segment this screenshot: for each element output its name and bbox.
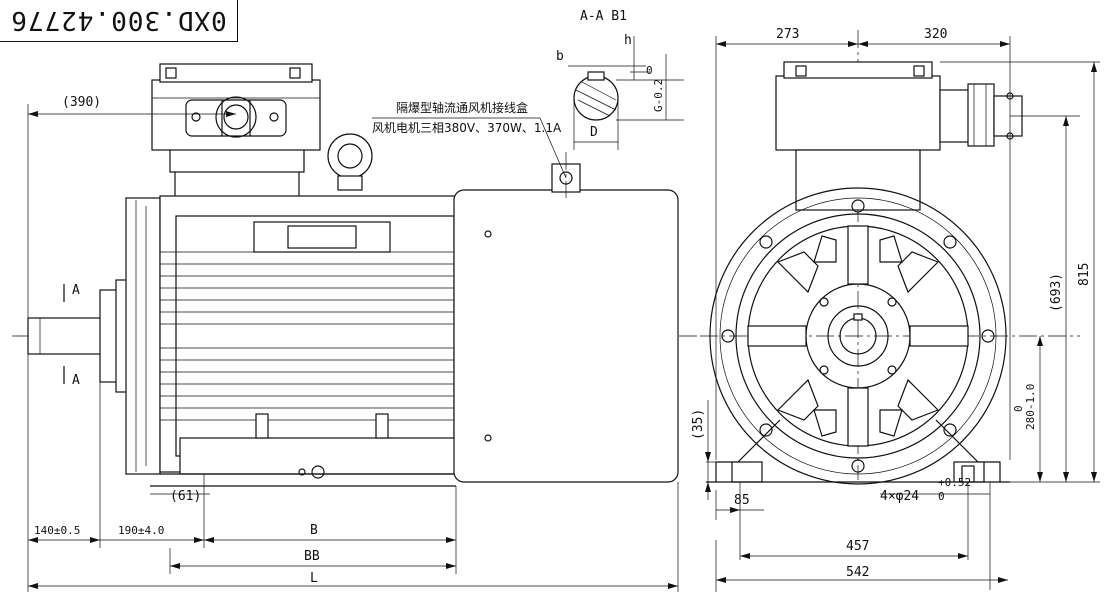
bolts — [721, 199, 995, 473]
dim-815: 815 — [1077, 263, 1092, 286]
fan-guard-outer — [709, 187, 1007, 485]
fan-spokes — [747, 225, 969, 447]
terminal-box-annotation: 隔爆型轴流通风机接线盒 风机电机三相380V、370W、1.1A — [372, 100, 567, 179]
shaft-key-section: A-A B1 b h 0 G-0.2 D — [556, 9, 684, 150]
section-mark-bottom: A — [72, 373, 80, 388]
dim-273: 273 — [776, 27, 799, 42]
section-mark-top: A — [72, 283, 80, 298]
key-b: b — [556, 49, 564, 64]
dim-BB: BB — [304, 549, 320, 564]
dim-280: 280-1.0 — [1024, 384, 1037, 430]
dim-B: B — [310, 523, 318, 538]
dim-61: (61) — [170, 489, 201, 504]
dim-L: L — [310, 571, 318, 586]
annotation-line1: 隔爆型轴流通风机接线盒 — [396, 100, 528, 115]
shaft — [27, 317, 103, 355]
key-g: G-0.2 — [652, 79, 665, 112]
end-shield — [125, 197, 161, 475]
holes-tol-top: +0.52 — [938, 476, 971, 489]
dim-35: (35) — [691, 409, 706, 440]
dim-542: 542 — [846, 565, 869, 580]
end-view: 273 320 (693) 815 0 280-1.0 (35) 85 — [691, 27, 1100, 592]
annotation-line2: 风机电机三相380V、370W、1.1A — [372, 121, 562, 135]
dim-390: (390) — [62, 95, 101, 110]
fan-cowl — [453, 189, 679, 483]
dim-140: 140±0.5 — [34, 524, 80, 537]
holes-spec: 4×φ24 — [880, 489, 919, 504]
dim-280-tol: 0 — [1012, 405, 1025, 412]
end-terminal-box — [775, 75, 941, 151]
dim-693: (693) — [1049, 273, 1064, 312]
lifting-eye — [327, 133, 373, 191]
dim-457: 457 — [846, 539, 869, 554]
cooling-fins — [160, 251, 456, 421]
key-g-tol: 0 — [646, 64, 653, 77]
key-D: D — [590, 125, 598, 140]
key-h: h — [624, 33, 632, 48]
mounting-foot — [179, 437, 457, 475]
holes-tol-bottom: 0 — [938, 490, 945, 503]
shaft-section — [573, 75, 619, 121]
section-label: A-A B1 — [580, 9, 627, 24]
side-view: A A (390) (61) 140±0.5 190±4.0 B BB — [12, 63, 700, 592]
dim-85: 85 — [734, 493, 750, 508]
dim-190: 190±4.0 — [118, 524, 164, 537]
dim-320: 320 — [924, 27, 947, 42]
cable-gland — [185, 99, 287, 137]
drawing-number-box: 0XD.300.42776 — [0, 0, 238, 42]
